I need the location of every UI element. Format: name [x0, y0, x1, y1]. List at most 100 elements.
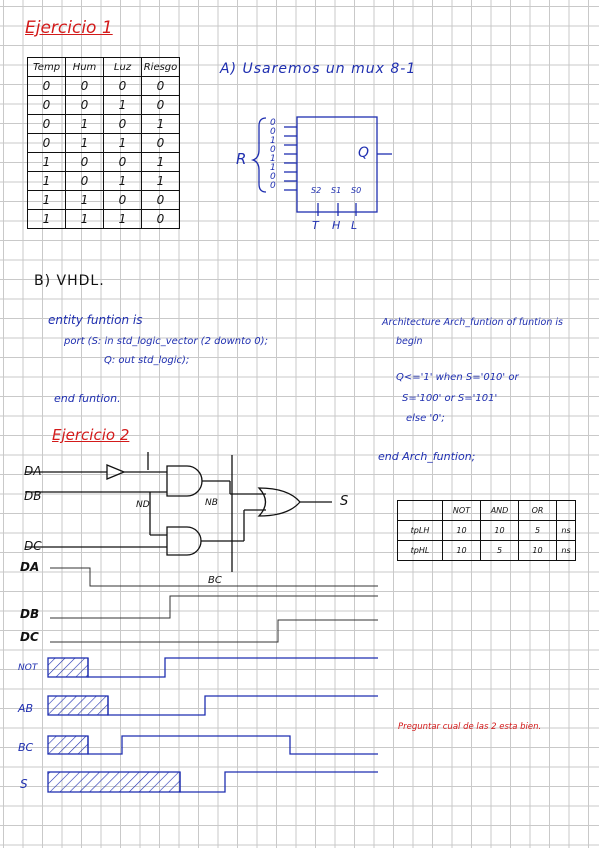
mux-r-label: R [236, 150, 247, 168]
timing-label-ab: AB [18, 702, 34, 715]
wave-not [87, 657, 378, 678]
mux-input-4: 1 [270, 154, 276, 164]
mux-select-s2: S2 [311, 186, 322, 195]
signal-nb: NB [205, 498, 218, 508]
mux-select-s0: S0 [351, 186, 362, 195]
table-cell: 10 [442, 520, 481, 541]
table-cell: 0 [65, 152, 104, 172]
mux-brace [250, 117, 267, 193]
table-cell: 0 [141, 133, 180, 153]
table-cell: 0 [141, 95, 180, 115]
header-or: OR [518, 500, 557, 521]
entity-line-1: entity funtion is [48, 313, 143, 327]
wave-dc [50, 619, 378, 643]
signal-dc: DC [24, 539, 42, 553]
table-cell: 0 [141, 76, 180, 96]
table-cell: 0 [27, 133, 66, 153]
timing-label-not: NOT [18, 663, 38, 673]
part-a-text: A) Usaremos un mux 8-1 [220, 61, 417, 77]
table-cell: 0 [65, 171, 104, 191]
table-cell: 0 [141, 190, 180, 210]
mux-input-2: 1 [270, 136, 276, 146]
part-b-text: B) VHDL. [34, 273, 105, 289]
table-cell: 0 [103, 190, 142, 210]
table-cell: 1 [141, 114, 180, 134]
table-cell: 5 [518, 520, 557, 541]
entity-line-3: Q: out std_logic); [104, 355, 190, 366]
mux-select-input-h: H [332, 219, 341, 232]
table-cell: ns [556, 540, 576, 561]
timing-label-dc: DC [20, 630, 39, 644]
table-cell: 0 [141, 209, 180, 229]
table-cell: 1 [27, 209, 66, 229]
table-cell [397, 500, 443, 521]
arch-line-6: end Arch_funtion; [378, 450, 476, 463]
table-cell: 0 [103, 76, 142, 96]
table-cell: 0 [27, 114, 66, 134]
table-cell: 1 [141, 171, 180, 191]
header-luz: Luz [103, 57, 142, 77]
mux-input-0: 0 [270, 118, 276, 128]
mux-input-3: 0 [270, 145, 276, 155]
mux-input-5: 1 [270, 163, 276, 173]
mux-select-input-t: T [312, 219, 319, 232]
wave-ab [107, 695, 378, 716]
mux-input-1: 0 [270, 127, 276, 137]
and-gate-1 [166, 465, 203, 497]
delay-table: NOT AND OR tpLH 10 10 5 ns tpHL 10 5 10 … [397, 500, 576, 561]
table-cell: 1 [27, 171, 66, 191]
table-cell: 1 [65, 209, 104, 229]
mux-input-7: 0 [270, 181, 276, 191]
mux-select-input-l: L [351, 219, 358, 232]
table-cell: 1 [141, 152, 180, 172]
timing-label-s: S [20, 777, 28, 791]
arch-line-2: begin [396, 336, 423, 347]
table-cell: 1 [103, 171, 142, 191]
timing-label-bc: BC [18, 741, 34, 754]
wave-s [179, 771, 378, 793]
table-cell: 5 [480, 540, 519, 561]
delay-table-header: NOT AND OR [397, 500, 576, 521]
table-row: tpHL 10 5 10 ns [397, 540, 576, 561]
header-and: AND [480, 500, 519, 521]
wave-s-hatch [47, 771, 181, 793]
wave-bc [87, 735, 378, 755]
mux-select-s1: S1 [331, 186, 342, 195]
timing-diagram-outputs [47, 657, 378, 793]
table-cell: 0 [103, 152, 142, 172]
wave-not-hatch [47, 657, 89, 678]
header-not: NOT [442, 500, 481, 521]
table-cell: 0 [27, 76, 66, 96]
and-gate-2 [166, 526, 202, 556]
entity-line-2: port (S: in std_logic_vector (2 downto 0… [64, 336, 268, 347]
signal-bc: BC [208, 575, 222, 586]
truth-table-header: Temp Hum Luz Riesgo [27, 57, 180, 77]
table-row: tpLH 10 10 5 ns [397, 520, 576, 541]
table-cell: 1 [27, 152, 66, 172]
ex1-title: Ejercicio 1 [25, 18, 113, 38]
header-riesgo: Riesgo [141, 57, 180, 77]
timing-label-da: DA [20, 560, 40, 574]
mux-input-6: 0 [270, 172, 276, 182]
wave-db [50, 595, 378, 619]
arch-line-3: Q<='1' when S='010' or [396, 372, 519, 383]
table-cell: 10 [480, 520, 519, 541]
question-note: Preguntar cual de las 2 esta bien. [398, 722, 542, 732]
wave-bc-hatch [47, 735, 89, 755]
arch-line-1: Architecture Arch_funtion of funtion is [382, 317, 563, 328]
arch-line-5: else '0'; [406, 413, 445, 424]
header-temp: Temp [27, 57, 66, 77]
table-cell: 0 [65, 95, 104, 115]
table-cell: 1 [103, 209, 142, 229]
entity-line-4: end funtion. [54, 392, 121, 405]
header-hum: Hum [65, 57, 104, 77]
table-cell: tpHL [397, 540, 443, 561]
table-cell [556, 500, 576, 521]
table-cell: 1 [27, 190, 66, 210]
